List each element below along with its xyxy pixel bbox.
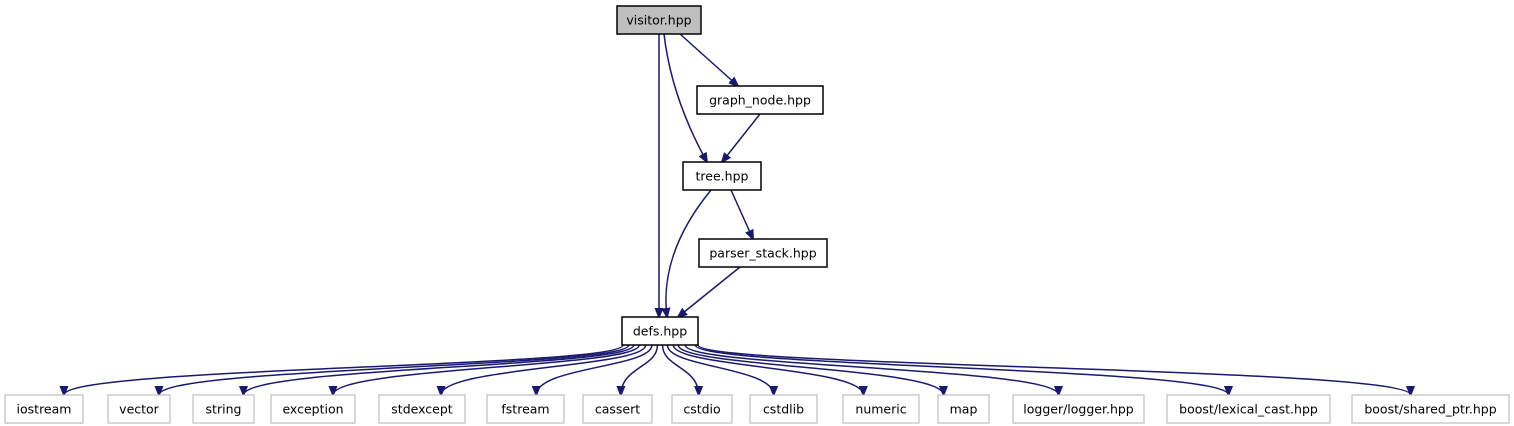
node-label-string: string — [206, 402, 242, 417]
node-shared_ptr: boost/shared_ptr.hpp — [1351, 394, 1510, 424]
node-label-shared_ptr: boost/shared_ptr.hpp — [1364, 402, 1496, 417]
node-label-cstdlib: cstdlib — [763, 402, 804, 417]
edge-defs-to-cstdlib — [666, 344, 773, 395]
node-box-visitor — [616, 5, 702, 35]
edge-defs-to-cassert — [621, 344, 659, 395]
node-box-iostream — [4, 394, 84, 424]
node-visitor[interactable]: visitor.hpp — [616, 5, 702, 35]
edge-tree-to-parser_stack — [730, 189, 753, 239]
edge-defs-to-logger — [684, 344, 1058, 395]
node-numeric: numeric — [842, 394, 920, 424]
node-box-defs — [621, 316, 699, 346]
edge-defs-to-shared_ptr — [697, 344, 1411, 395]
node-label-defs: defs.hpp — [633, 324, 687, 339]
edge-defs-to-numeric — [672, 344, 863, 395]
node-label-numeric: numeric — [855, 402, 906, 417]
node-label-logger: logger/logger.hpp — [1023, 402, 1134, 417]
edge-parser_stack-to-defs — [678, 266, 741, 317]
node-label-cstdio: cstdio — [683, 402, 720, 417]
node-box-shared_ptr — [1351, 394, 1510, 424]
node-exception: exception — [270, 394, 356, 424]
node-box-string — [192, 394, 255, 424]
edge-tree-to-defs — [666, 189, 712, 317]
node-box-parser_stack — [698, 238, 828, 268]
edge-visitor-to-tree — [663, 33, 707, 162]
edge-defs-to-cstdio — [661, 344, 699, 395]
node-box-fstream — [486, 394, 565, 424]
edges-layer — [64, 33, 1411, 395]
edge-defs-to-fstream — [536, 344, 653, 395]
node-fstream: fstream — [486, 394, 565, 424]
node-map: map — [937, 394, 990, 424]
nodes-layer: visitor.hpp graph_node.hpp tree.hpp parser_… — [4, 5, 1510, 424]
node-label-fstream: fstream — [501, 402, 549, 417]
node-box-logger — [1012, 394, 1145, 424]
node-label-lexical_cast: boost/lexical_cast.hpp — [1179, 402, 1318, 417]
node-box-cassert — [582, 394, 653, 424]
node-label-visitor: visitor.hpp — [626, 13, 691, 28]
node-string: string — [192, 394, 255, 424]
node-box-cstdlib — [749, 394, 818, 424]
node-label-cassert: cassert — [595, 402, 640, 417]
node-parser_stack[interactable]: parser_stack.hpp — [698, 238, 828, 268]
node-box-lexical_cast — [1166, 394, 1331, 424]
edge-graph_node-to-tree — [722, 113, 761, 162]
node-stdexcept: stdexcept — [378, 394, 466, 424]
node-label-iostream: iostream — [17, 402, 72, 417]
node-box-graph_node — [696, 85, 824, 115]
node-cassert: cassert — [582, 394, 653, 424]
node-box-tree — [682, 161, 762, 191]
node-cstdlib: cstdlib — [749, 394, 818, 424]
node-box-map — [937, 394, 990, 424]
node-logger: logger/logger.hpp — [1012, 394, 1145, 424]
node-label-parser_stack: parser_stack.hpp — [709, 246, 816, 261]
node-iostream: iostream — [4, 394, 84, 424]
node-defs[interactable]: defs.hpp — [621, 316, 699, 346]
node-box-numeric — [842, 394, 920, 424]
node-label-stdexcept: stdexcept — [391, 402, 452, 417]
node-label-tree: tree.hpp — [696, 169, 749, 184]
node-label-exception: exception — [282, 402, 343, 417]
node-box-stdexcept — [378, 394, 466, 424]
node-box-cstdio — [671, 394, 733, 424]
edge-defs-to-vector — [159, 344, 630, 395]
edge-defs-to-stdexcept — [441, 344, 647, 395]
edge-visitor-to-graph_node — [679, 33, 738, 86]
node-graph_node[interactable]: graph_node.hpp — [696, 85, 824, 115]
node-vector: vector — [107, 394, 171, 424]
node-lexical_cast: boost/lexical_cast.hpp — [1166, 394, 1331, 424]
node-tree[interactable]: tree.hpp — [682, 161, 762, 191]
node-box-exception — [270, 394, 356, 424]
edge-defs-to-string — [244, 344, 635, 395]
node-box-vector — [107, 394, 171, 424]
edge-defs-to-lexical_cast — [694, 344, 1228, 395]
edge-defs-to-exception — [333, 344, 640, 395]
node-cstdio: cstdio — [671, 394, 733, 424]
edge-defs-to-iostream — [64, 344, 624, 395]
node-label-map: map — [950, 402, 978, 417]
edge-defs-to-map — [677, 344, 943, 395]
node-label-vector: vector — [119, 402, 160, 417]
node-label-graph_node: graph_node.hpp — [709, 93, 811, 108]
